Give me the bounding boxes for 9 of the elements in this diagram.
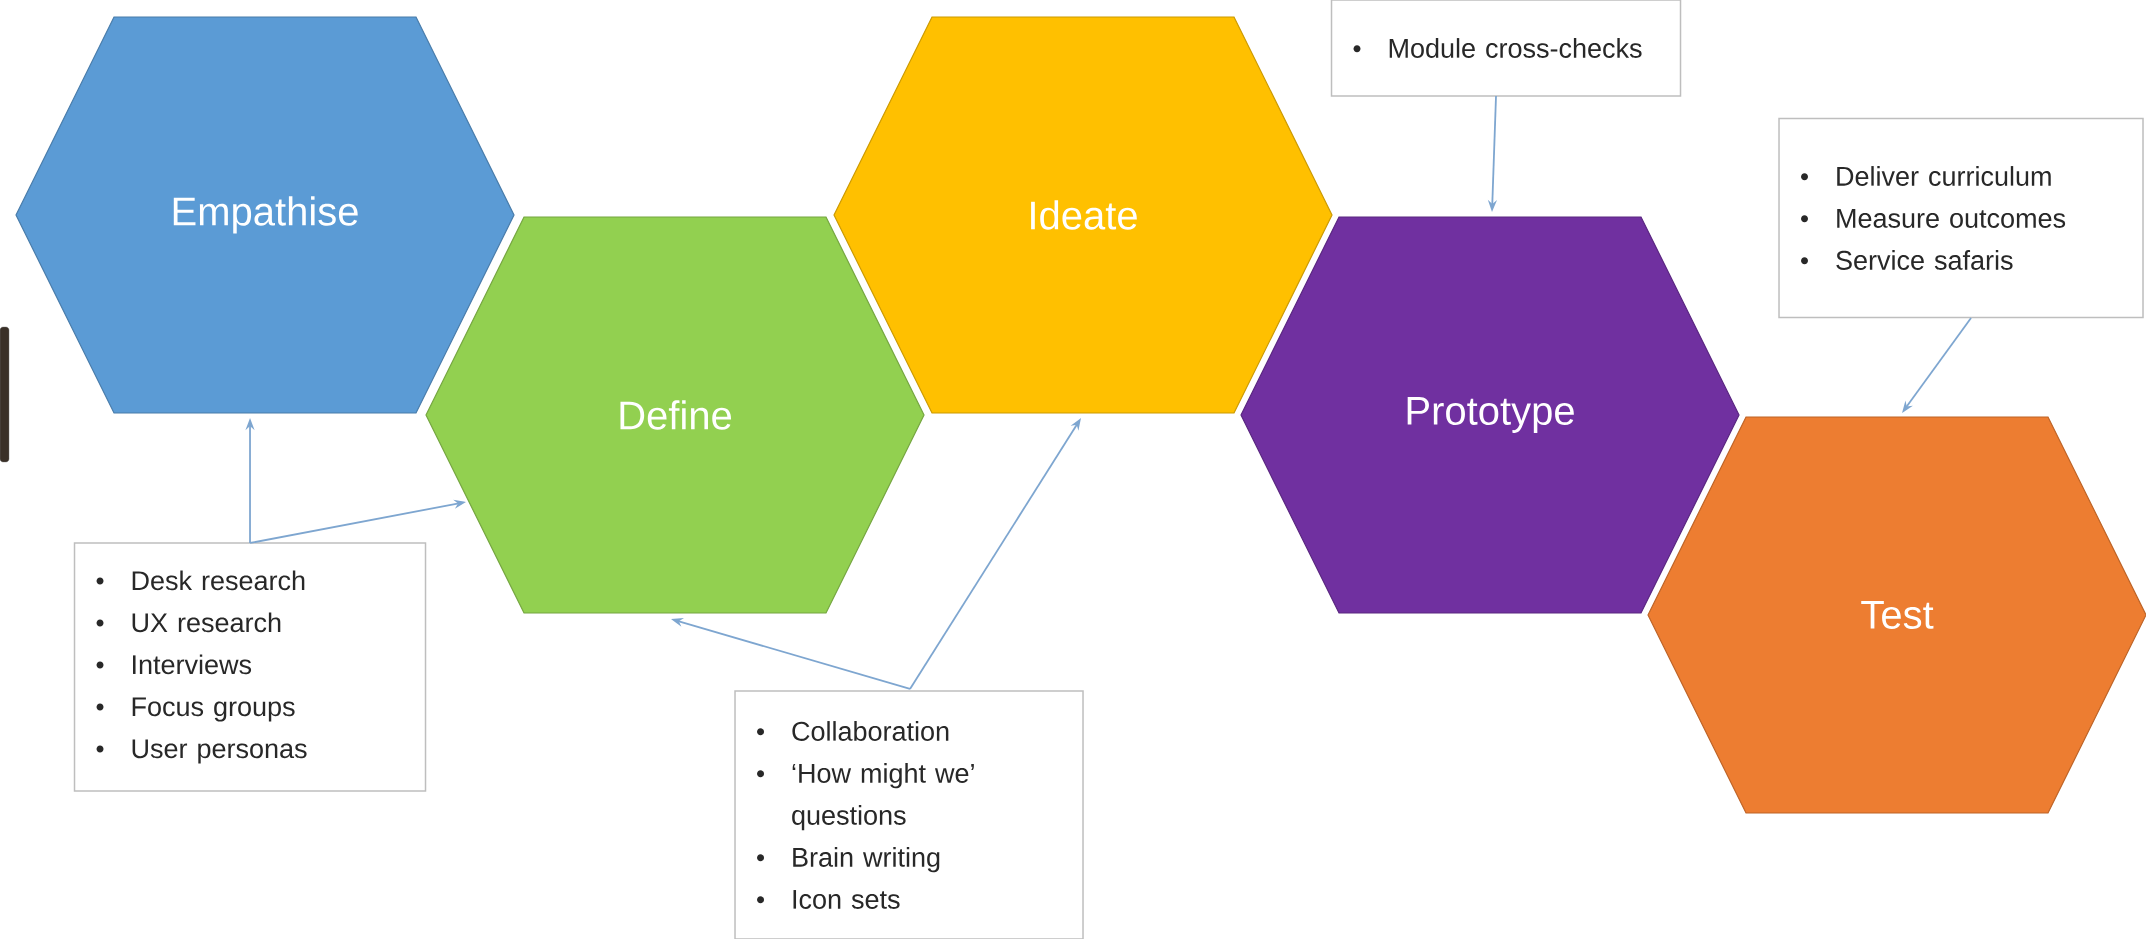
callout-box: Deliver curriculum Measure outcomes Service safaris	[1778, 117, 2144, 319]
hexagon: Ideate	[833, 16, 1333, 414]
hexagon: Empathise	[15, 16, 515, 414]
hexagon: Define	[425, 216, 925, 614]
callout-box: Collaboration ‘How might we’ questions Brain writing Icon sets	[734, 690, 1084, 939]
callout-box: Desk research UX research Interviews Focus groups User personas	[73, 542, 427, 792]
callout-box: Module cross-checks	[1330, 0, 1682, 97]
hexagon: Test	[1647, 416, 2146, 814]
hexagon: Prototype	[1240, 216, 1740, 614]
